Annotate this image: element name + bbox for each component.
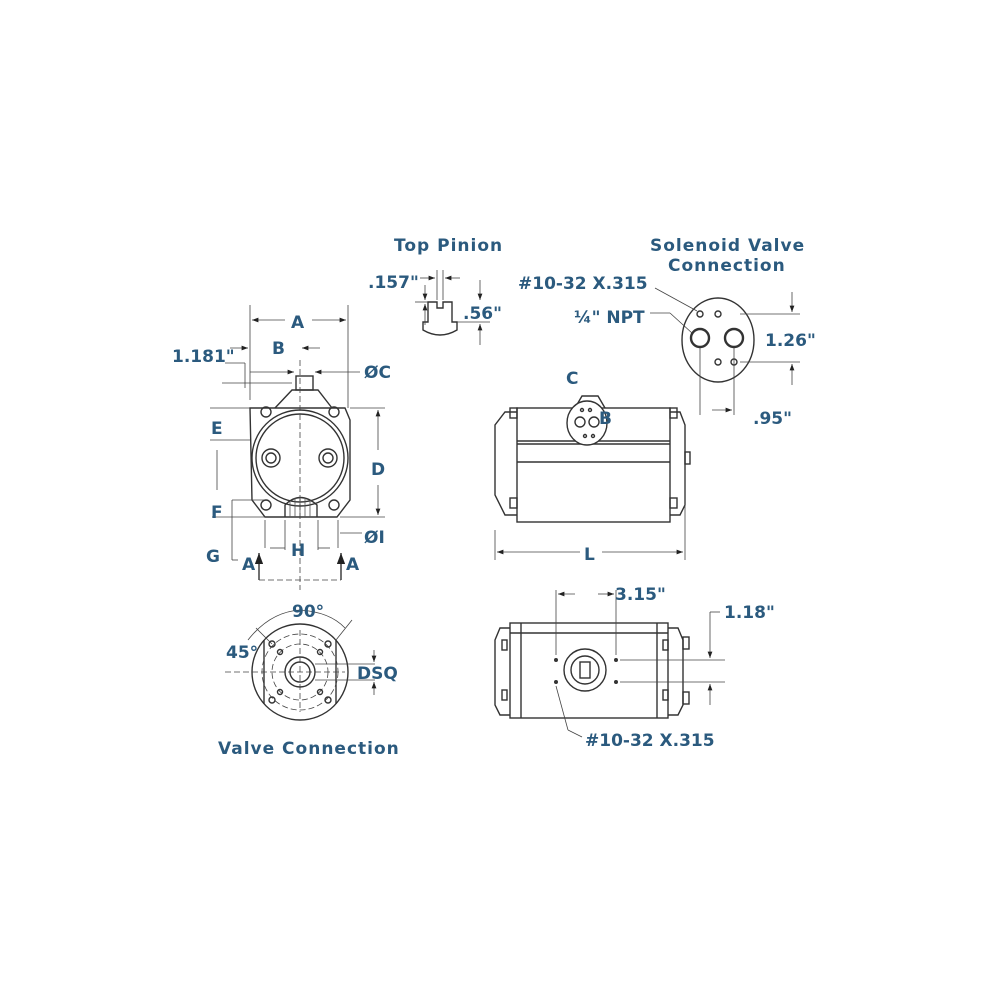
dim-l-label: L: [584, 545, 595, 565]
angle-45-label: 45°: [226, 643, 258, 663]
dim-56-label: .56": [463, 304, 502, 324]
side-b-label: B: [599, 409, 612, 429]
dsq-label: DSQ: [357, 664, 398, 684]
dim-c-label: ØC: [364, 363, 391, 383]
npt-label: ¼" NPT: [574, 308, 645, 328]
top-pinion-view: [415, 270, 490, 345]
section-a-left-label: A: [242, 555, 256, 575]
dim-1181-label: 1.181": [172, 347, 235, 367]
dim-h-label: H: [291, 541, 305, 561]
solenoid-title-line2: Connection: [668, 256, 786, 276]
solenoid-view: [650, 287, 800, 415]
bottom-thread-label: #10-32 X.315: [585, 731, 715, 751]
dim-95-label: .95": [753, 409, 792, 429]
dim-i-label: ØI: [364, 528, 385, 548]
front-view: [210, 305, 385, 590]
valve-connection-view: [225, 609, 377, 721]
dim-126-label: 1.26": [765, 331, 816, 351]
angle-90-label: 90°: [292, 602, 324, 622]
bottom-view: [494, 590, 725, 738]
solenoid-thread-label: #10-32 X.315: [518, 274, 648, 294]
top-pinion-title: Top Pinion: [394, 236, 503, 256]
dim-315-label: 3.15": [615, 585, 666, 605]
dim-157-label: .157": [368, 273, 419, 293]
side-c-label: C: [566, 369, 578, 389]
dim-g-label: G: [206, 547, 220, 567]
dim-f-label: F: [211, 503, 223, 523]
dim-d-label: D: [371, 460, 385, 480]
side-view: [494, 395, 691, 560]
dim-a-label: A: [291, 313, 305, 333]
dim-e-label: E: [211, 419, 223, 439]
valve-connection-title: Valve Connection: [218, 739, 400, 759]
section-a-right-label: A: [346, 555, 360, 575]
dim-118-label: 1.18": [724, 603, 775, 623]
solenoid-title-line1: Solenoid Valve: [650, 236, 805, 256]
dim-b-label: B: [272, 339, 285, 359]
